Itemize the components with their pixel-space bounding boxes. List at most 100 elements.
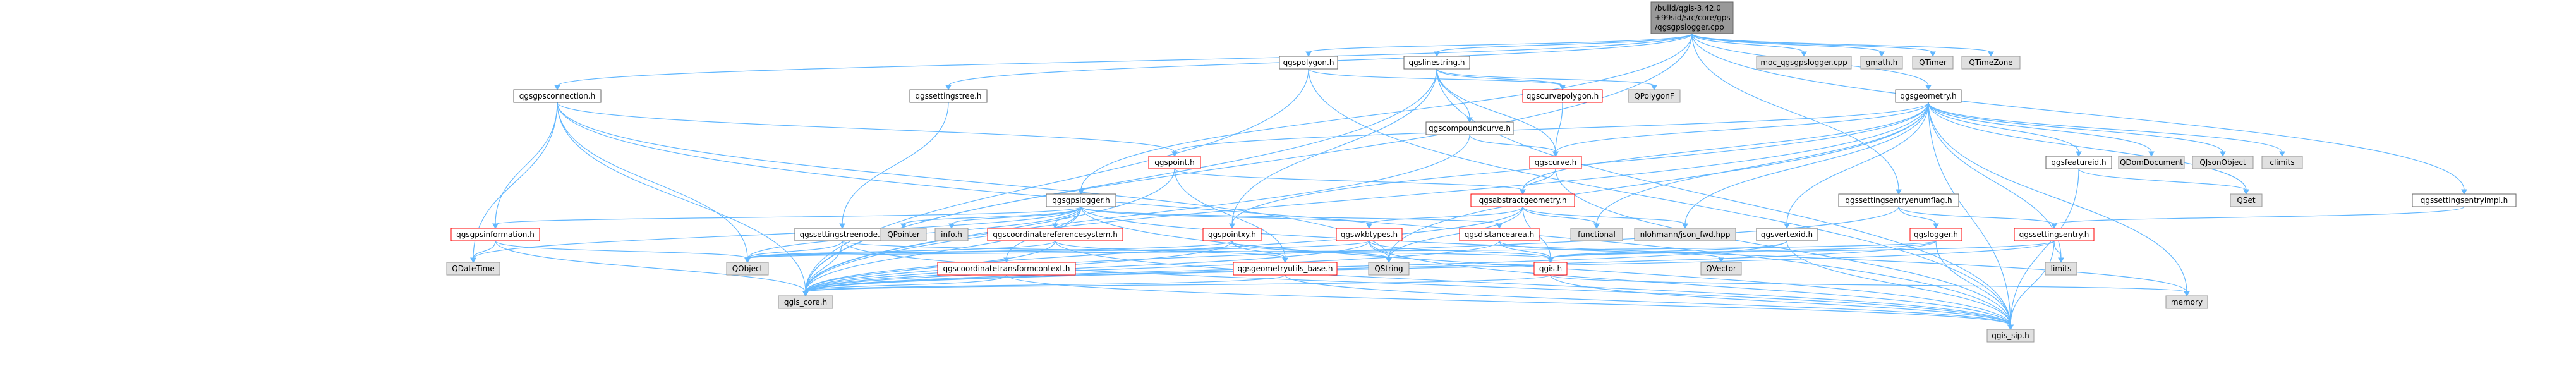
- node-qset: QSet: [2230, 193, 2263, 207]
- edge-line: [1928, 102, 2247, 191]
- edge-qgsgeometry-to-climits: [1928, 102, 2285, 157]
- node-qgssettingsentryenumflag[interactable]: qgssettingsentryenumflag.h: [1838, 193, 1959, 207]
- node-label: memory: [2171, 298, 2203, 307]
- edge-qgis_h-to-memory: [1550, 274, 2190, 297]
- node-qgsfeatureid[interactable]: qgsfeatureid.h: [2045, 156, 2112, 169]
- edge-root-to-qtimer: [1691, 33, 1936, 58]
- edge-line: [1898, 206, 2055, 225]
- arrowhead-icon: [470, 257, 476, 264]
- node-qgis_core: qgis_core.h: [778, 295, 833, 309]
- node-qgscoordinatereferencesystem[interactable]: qgscoordinatereferencesystem.h: [987, 228, 1123, 241]
- edge-qgsgeometry-to-qset: [1928, 102, 2249, 195]
- node-qgspoint[interactable]: qgspoint.h: [1148, 156, 1201, 169]
- node-box: [2192, 156, 2254, 169]
- node-qgssettingstreenode[interactable]: qgssettingstreenode.h: [794, 228, 890, 241]
- node-box: [1046, 193, 1116, 207]
- edge-line: [1436, 68, 1655, 87]
- node-qgscurvepolygon[interactable]: qgscurvepolygon.h: [1522, 89, 1603, 103]
- node-qgscoordinatetransformcontext[interactable]: qgscoordinatetransformcontext.h: [937, 262, 1076, 276]
- node-label: limits: [2051, 264, 2072, 273]
- edge-line: [2053, 206, 2465, 225]
- edge-qgsfeatureid-to-qset: [2078, 168, 2249, 195]
- node-qtimezone: QTimeZone: [1961, 56, 2021, 70]
- edge-line: [2010, 168, 2079, 326]
- arrowhead-icon: [2051, 223, 2057, 229]
- node-qgscompoundcurve[interactable]: qgscompoundcurve.h: [1425, 121, 1514, 135]
- node-qgsgpsconnection[interactable]: qgsgpsconnection.h: [513, 89, 602, 103]
- node-label: qgis_sip.h: [1992, 331, 2029, 340]
- node-box: [726, 262, 769, 276]
- node-qgslogger[interactable]: qgslogger.h: [1909, 228, 1962, 241]
- edge-root-to-qgsgpsconnection: [554, 33, 1693, 91]
- node-qstring: QString: [1368, 262, 1410, 276]
- node-qgslinestring[interactable]: qgslinestring.h: [1403, 56, 1470, 70]
- node-qgssettingstree[interactable]: qgssettingstree.h: [909, 89, 988, 103]
- edge-line: [1555, 168, 2011, 326]
- edge-qgslinestring-to-qgspointxy: [1229, 68, 1437, 229]
- arrowhead-icon: [744, 257, 751, 264]
- node-qgsabstractgeometry[interactable]: qgsabstractgeometry.h: [1470, 193, 1575, 207]
- edge-qgscompoundcurve-to-qgscurve: [1469, 134, 1559, 157]
- node-root[interactable]: /build/qgis-3.42.0+99sid/src/core/gps/qg…: [1650, 1, 1734, 34]
- node-box: [1756, 228, 1818, 241]
- node-qgspointxy[interactable]: qgspointxy.h: [1202, 228, 1262, 241]
- node-label: qgslinestring.h: [1408, 58, 1465, 67]
- node-box: [446, 262, 500, 276]
- node-qgsgeometry[interactable]: qgsgeometry.h: [1895, 89, 1962, 103]
- edge-line: [805, 68, 1309, 293]
- node-qgsgpslogger[interactable]: qgsgpslogger.h: [1046, 193, 1116, 207]
- node-label: qgssettingsentry.h: [2019, 230, 2089, 239]
- edge-qgspolygon-to-qgis_core: [802, 68, 1309, 297]
- node-label: QObject: [732, 264, 763, 273]
- edge-qgsabstractgeometry-to-functional: [1522, 206, 1600, 229]
- edge-line: [1550, 240, 1787, 259]
- arrowhead-icon: [1052, 223, 1058, 229]
- edge-line: [805, 68, 1437, 293]
- nodes-layer: /build/qgis-3.42.0+99sid/src/core/gps/qg…: [446, 1, 2517, 343]
- edge-line: [495, 240, 806, 293]
- node-qgssettingsentryimpl[interactable]: qgssettingsentryimpl.h: [2412, 193, 2517, 207]
- arrowhead-icon: [1171, 151, 1178, 157]
- node-label: QTimer: [1919, 58, 1947, 67]
- arrowhead-icon: [2058, 257, 2064, 264]
- node-qvector: QVector: [1700, 262, 1742, 276]
- node-qgsgpsinformation[interactable]: qgsgpsinformation.h: [450, 228, 540, 241]
- node-qdatetime: QDateTime: [446, 262, 500, 276]
- edge-line: [747, 240, 1056, 259]
- arrowhead-icon: [1896, 189, 1902, 195]
- edge-line: [805, 240, 843, 293]
- node-qgis_h[interactable]: qgis.h: [1533, 262, 1568, 276]
- node-qgswkbtypes[interactable]: qgswkbtypes.h: [1336, 228, 1403, 241]
- node-functional: functional: [1570, 228, 1623, 241]
- edge-qgsgpsinformation-to-qdatetime: [470, 240, 496, 264]
- arrowhead-icon: [2148, 151, 2155, 157]
- node-qgspolygon[interactable]: qgspolygon.h: [1279, 56, 1338, 70]
- arrowhead-icon: [945, 85, 952, 91]
- edge-line: [495, 102, 558, 225]
- node-label: QSet: [2237, 196, 2255, 205]
- node-qgsvertexid[interactable]: qgsvertexid.h: [1756, 228, 1818, 241]
- node-label: functional: [1578, 230, 1616, 239]
- edge-line: [2010, 240, 2055, 326]
- node-box: [2261, 156, 2303, 169]
- node-label: qgsdistancearea.h: [1465, 230, 1535, 239]
- node-qgscurve[interactable]: qgscurve.h: [1529, 156, 1582, 169]
- edge-line: [1550, 240, 1937, 259]
- edge-line: [495, 240, 748, 259]
- edge-line: [1684, 102, 1929, 225]
- node-box: [1368, 262, 1410, 276]
- edge-qgswkbtypes-to-qstring: [1369, 240, 1392, 264]
- edge-qgsgpsinformation-to-qobject: [495, 240, 751, 264]
- arrowhead-icon: [2461, 189, 2467, 195]
- node-qgsgeometryutils_base[interactable]: qgsgeometryutils_base.h: [1233, 262, 1338, 276]
- edge-qgslinestring-to-qgscurvepolygon: [1436, 68, 1566, 91]
- node-label: qgswkbtypes.h: [1341, 230, 1398, 239]
- edge-line: [1080, 33, 1693, 191]
- edge-line: [1550, 274, 2187, 293]
- node-box: [2045, 262, 2077, 276]
- node-qgssettingsentry[interactable]: qgssettingsentry.h: [2014, 228, 2095, 241]
- edge-line: [805, 134, 1470, 293]
- node-label: QTimeZone: [1969, 58, 2012, 67]
- node-qgsdistancearea[interactable]: qgsdistancearea.h: [1459, 228, 1540, 241]
